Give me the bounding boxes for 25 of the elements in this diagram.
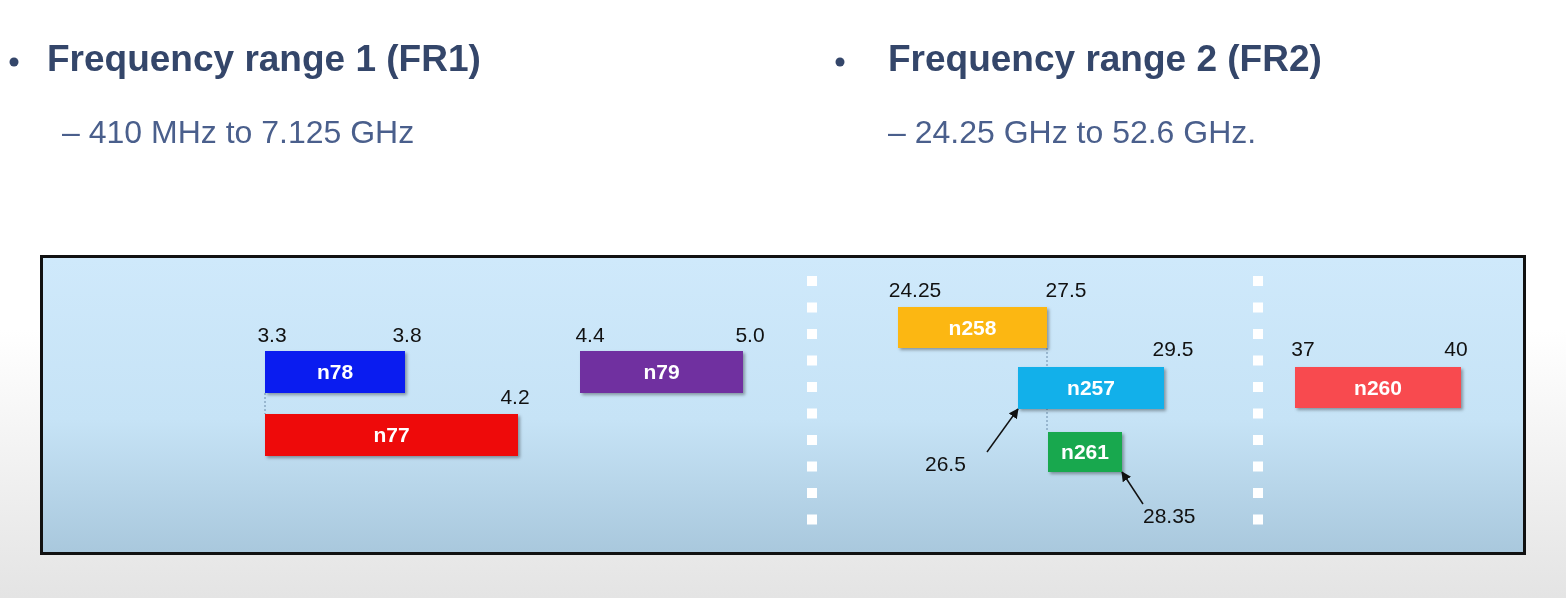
frequency-value: 40 bbox=[1444, 337, 1468, 361]
frequency-value: 37 bbox=[1291, 337, 1315, 361]
leader-arrow bbox=[986, 408, 1019, 453]
frequency-value: 29.5 bbox=[1152, 337, 1194, 361]
frequency-value: 28.35 bbox=[1143, 504, 1225, 530]
frequency-band-bar: n79 bbox=[580, 351, 743, 393]
range-text: – 410 MHz to 7.125 GHz bbox=[62, 114, 415, 151]
frequency-value: 24.25 bbox=[888, 278, 942, 302]
section-heading: Frequency range 1 (FR1) bbox=[47, 38, 481, 80]
frequency-value: 3.3 bbox=[257, 323, 287, 347]
frequency-band-bar: n261 bbox=[1048, 432, 1122, 472]
frequency-value: 26.5 bbox=[925, 452, 987, 478]
frequency-band-bar: n77 bbox=[265, 414, 518, 456]
frequency-band-bar: n258 bbox=[898, 307, 1047, 348]
frequency-value: 5.0 bbox=[735, 323, 765, 347]
frequency-value: 3.8 bbox=[392, 323, 422, 347]
frequency-value: 4.2 bbox=[500, 385, 530, 409]
frequency-band-bar: n257 bbox=[1018, 367, 1164, 409]
frequency-value: 27.5 bbox=[1045, 278, 1087, 302]
leader-arrow bbox=[1121, 471, 1144, 505]
frequency-value: 4.4 bbox=[575, 323, 605, 347]
range-text: – 24.25 GHz to 52.6 GHz. bbox=[888, 114, 1257, 151]
frequency-band-bar: n260 bbox=[1295, 367, 1461, 408]
frequency-band-bar: n78 bbox=[265, 351, 405, 393]
section-heading: Frequency range 2 (FR2) bbox=[888, 38, 1322, 80]
